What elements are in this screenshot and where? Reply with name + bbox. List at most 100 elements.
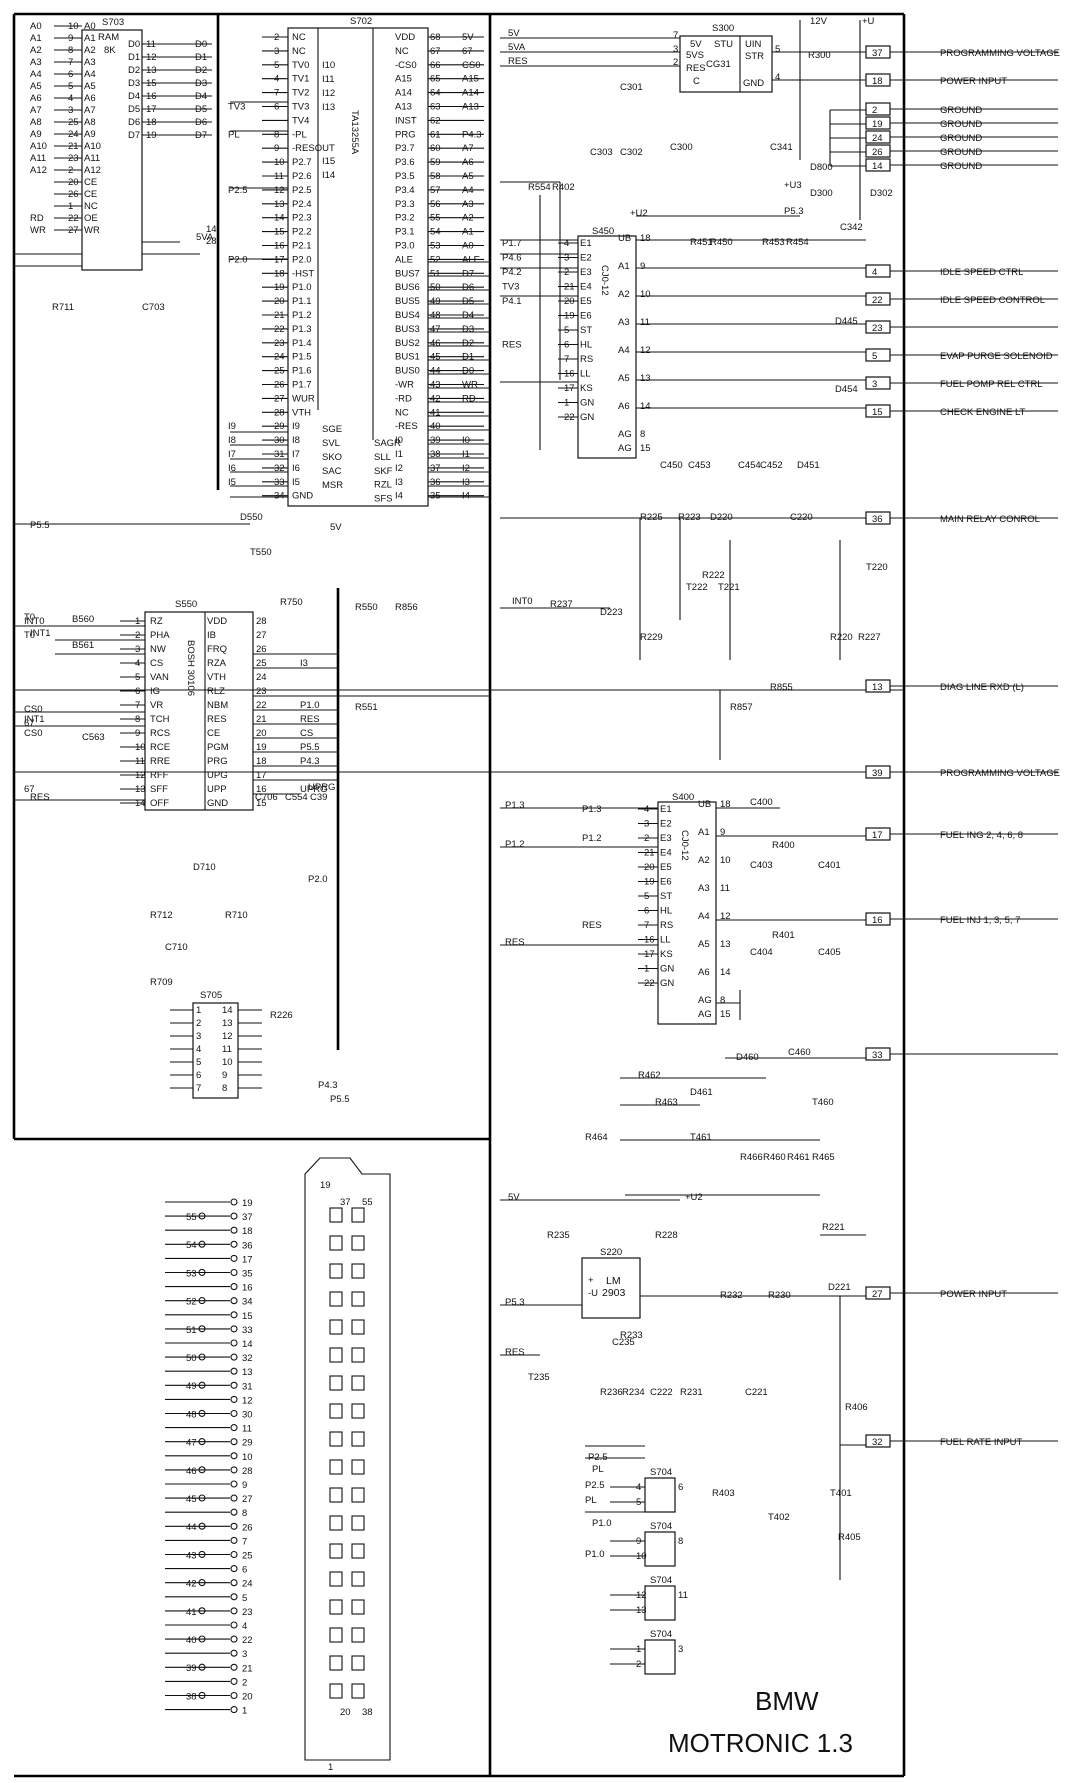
- s550-pin-name: VR: [150, 700, 163, 711]
- s400-pin-name: E3: [660, 833, 672, 844]
- component-designator: C235: [612, 1337, 635, 1348]
- header-left-number: 50: [186, 1353, 197, 1364]
- s450-pin-name: RS: [580, 354, 593, 365]
- connector-pin-label-1: 1: [328, 1762, 333, 1773]
- component-designator: D800: [810, 162, 833, 173]
- s702-pin-name: WUR: [292, 393, 315, 404]
- s450-pin-name: A6: [618, 401, 630, 412]
- header-left-dot: [198, 1381, 206, 1389]
- header-left-dot: [198, 1212, 206, 1220]
- header-pin-number: 34: [242, 1297, 253, 1308]
- net-label: UPRG: [308, 782, 335, 793]
- component-designator: R550: [355, 602, 378, 613]
- connector-pin-number: 17: [872, 830, 883, 841]
- s300-pin-gnd: GND: [743, 78, 764, 89]
- connector-cell-left: [329, 1291, 343, 1307]
- s703-pin-name: NC: [84, 201, 98, 212]
- s705-pin-left: 4: [196, 1044, 201, 1055]
- s704-gate-body: [644, 1477, 676, 1513]
- connector-cell-right: [351, 1431, 365, 1447]
- connector-pin-label: GROUND: [940, 161, 982, 172]
- connector-pin-box: [865, 404, 891, 418]
- s450-pin-number: 18: [640, 233, 651, 244]
- component-designator: R461: [787, 1152, 810, 1163]
- s550-pin-number: 16: [256, 784, 267, 795]
- component-designator: R464: [585, 1132, 608, 1143]
- s550-pin-name: NW: [150, 644, 166, 655]
- component-designator: R450: [710, 237, 733, 248]
- s550-pin-number: 24: [256, 672, 267, 683]
- s702-mid-label: I15: [322, 156, 335, 167]
- component-designator: C453: [688, 460, 711, 471]
- s550-pin-name: RCE: [150, 742, 170, 753]
- s450-pin-number: 13: [640, 373, 651, 384]
- s703-net-label: A4: [30, 69, 42, 80]
- s703-pin-name: A9: [84, 129, 96, 140]
- header-left-number: 46: [186, 1466, 197, 1477]
- s702-pin-name: I8: [292, 435, 300, 446]
- s450-pin-name: GN: [580, 398, 594, 409]
- connector-pin-number: 33: [872, 1050, 883, 1061]
- component-designator: C401: [818, 860, 841, 871]
- connector-pin-label-55: 55: [362, 1197, 373, 1208]
- s702-pin-name: P3.1: [395, 227, 415, 238]
- s702-pin-name: A15: [395, 74, 412, 85]
- component-designator: C710: [165, 942, 188, 953]
- component-designator: C301: [620, 82, 643, 93]
- s703-pin-name: A6: [84, 93, 96, 104]
- net-label: CS0: [24, 704, 42, 715]
- s702-net-label: PL: [228, 129, 240, 140]
- header-left-dot: [198, 1268, 206, 1276]
- s702-pin-name: BUS6: [395, 282, 420, 293]
- s450-pin-name: HL: [580, 340, 592, 351]
- s300-type: CG31: [706, 59, 731, 70]
- component-designator: R231: [680, 1387, 703, 1398]
- component-designator: T235: [528, 1372, 550, 1383]
- connector-cell-left: [329, 1375, 343, 1391]
- title-model: MOTRONIC 1.3: [668, 1728, 853, 1758]
- s702-pin-name: TV4: [292, 115, 309, 126]
- connector-pin-box: [865, 73, 891, 87]
- s703-net-label: A12: [30, 165, 47, 176]
- s550-pin-name: CE: [207, 728, 220, 739]
- s702-pin-name: -RES: [395, 421, 418, 432]
- component-designator: D454: [835, 384, 858, 395]
- connector-cell-left: [329, 1571, 343, 1587]
- header-left-dot: [198, 1522, 206, 1530]
- component-designator: R234: [622, 1387, 645, 1398]
- s702-pin-name: TV3: [292, 102, 309, 113]
- s702-pin-name: P3.7: [395, 143, 415, 154]
- s702-sag-label: SAGR: [374, 438, 401, 449]
- header-pin-number: 12: [242, 1395, 253, 1406]
- component-designator: R857: [730, 702, 753, 713]
- s702-net-label: TV3: [228, 102, 245, 113]
- connector-cell-right: [351, 1207, 365, 1223]
- component-designator: B560: [72, 614, 94, 625]
- component-designator: C452: [760, 460, 783, 471]
- s705-pin-right: 13: [222, 1018, 233, 1029]
- connector-pin-label: FUEL INJ 1, 3, 5, 7: [940, 915, 1020, 926]
- connector-pin-label: GROUND: [940, 105, 982, 116]
- s300-designator: S300: [712, 23, 734, 34]
- connector-pin-box: [865, 130, 891, 144]
- header-pin-number: 4: [242, 1621, 247, 1632]
- net-label: +U2: [685, 1192, 703, 1203]
- connector-cell-right: [351, 1543, 365, 1559]
- s705-pin-right: 10: [222, 1057, 233, 1068]
- s400-pin-name: E5: [660, 862, 672, 873]
- s703-pin-name: A12: [84, 165, 101, 176]
- header-pin-number: 23: [242, 1607, 253, 1618]
- s550-pin-name: RRE: [150, 756, 170, 767]
- header-left-number: 55: [186, 1212, 197, 1223]
- s400-pin-name: GN: [660, 978, 674, 989]
- component-designator: D451: [797, 460, 820, 471]
- s550-pin-name: RCS: [150, 728, 170, 739]
- s400-pin-name: A3: [698, 883, 710, 894]
- connector-pin-number: 3: [872, 379, 877, 390]
- connector-pin-box: [865, 264, 891, 278]
- s450-pin-number: 11: [640, 317, 650, 328]
